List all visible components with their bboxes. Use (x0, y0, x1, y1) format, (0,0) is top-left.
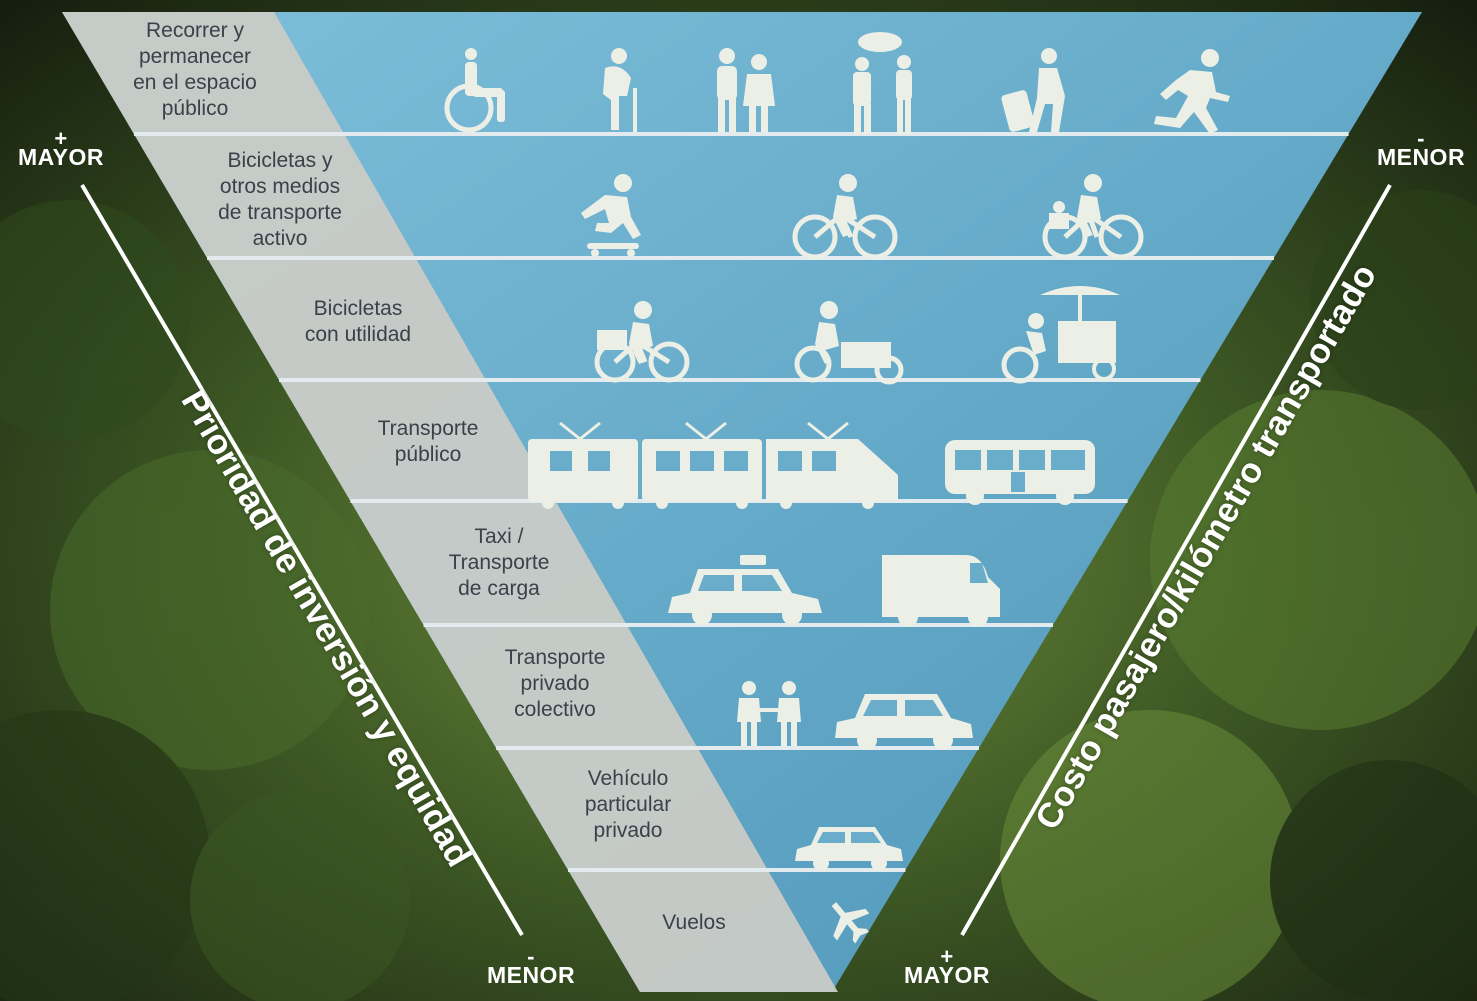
right-axis-line (960, 184, 1392, 936)
wheelchair-user-icon (444, 48, 505, 133)
cargo-bike-rear-basket-icon (594, 301, 690, 383)
cargo-van-icon (882, 555, 1000, 627)
left-axis-bottom-sign: - (527, 944, 535, 969)
tier-label-flights: Vuelos (662, 911, 726, 934)
cyclist-icon (792, 174, 898, 260)
right-axis-bottom-sign: + (940, 944, 954, 969)
pedestrian-family-icon (717, 48, 775, 132)
private-car-icon (795, 827, 903, 871)
person-with-luggage-icon (1001, 48, 1065, 132)
elderly-cane-icon (603, 48, 637, 132)
skateboarder-icon (581, 174, 641, 257)
runner-icon (1154, 49, 1230, 134)
parent-child-icon (853, 32, 912, 134)
tram-icon (528, 421, 898, 509)
foliage-texture (0, 190, 1477, 1001)
airplane-icon (831, 902, 870, 944)
shared-car-icon (835, 694, 973, 750)
left-axis-bottom-marker: - MENOR (476, 944, 586, 988)
left-axis-line (80, 183, 524, 937)
cargo-bike-front-box-icon (794, 301, 904, 385)
left-axis-bottom-label: MENOR (486, 962, 576, 988)
bus-icon (945, 440, 1095, 505)
right-axis-bottom-marker: + MAYOR (892, 944, 1002, 988)
carpool-people-icon (737, 681, 801, 746)
right-axis-top-label: MENOR (1376, 144, 1466, 170)
vendor-tricycle-umbrella-icon (1001, 286, 1120, 384)
right-axis-top-marker: - MENOR (1366, 126, 1476, 170)
left-axis-top-label: MAYOR (18, 144, 104, 170)
right-axis-bottom-label: MAYOR (904, 962, 990, 988)
left-axis-top-marker: + MAYOR (6, 126, 116, 170)
right-axis-top-sign: - (1417, 126, 1425, 151)
taxi-icon (668, 555, 822, 625)
left-axis-top-sign: + (54, 126, 68, 151)
child-cyclist-icon (1042, 174, 1144, 260)
